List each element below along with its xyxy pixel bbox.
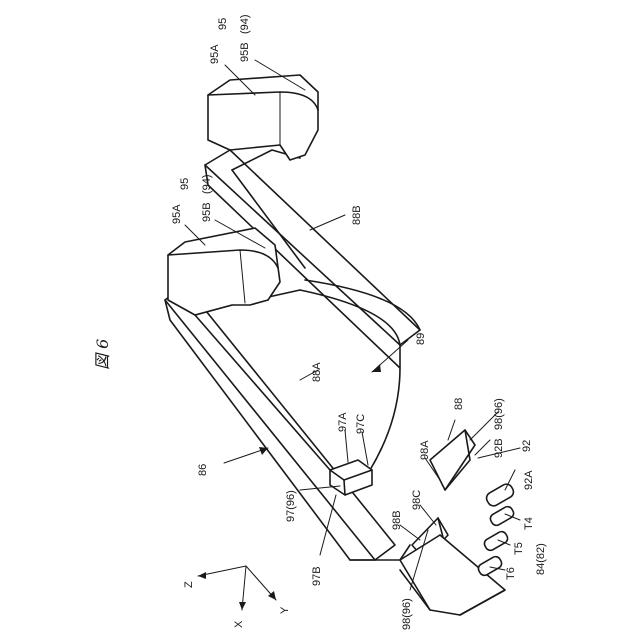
lower-block-outline <box>168 228 280 315</box>
terminal-pads <box>477 482 516 577</box>
axis-z-arrow <box>198 572 206 579</box>
label-88: 88 <box>453 398 465 410</box>
label-97b: 97B <box>311 566 323 586</box>
prism-98-upper <box>430 430 475 490</box>
leader-97b <box>320 495 336 555</box>
leader-88 <box>448 420 455 440</box>
leader-88b <box>310 215 345 230</box>
label-89: 89 <box>415 333 427 345</box>
label-95b-mid: 95B <box>201 202 213 222</box>
terminal-pad-92A <box>484 482 515 508</box>
figure-labels: 図 6 95A 95 95B (94) 95A 95 95B (94) 88B … <box>93 14 547 630</box>
leader-97c <box>362 432 368 465</box>
block-97-corner <box>344 480 345 495</box>
label-95a-mid: 95A <box>171 204 183 224</box>
label-98a: 98A <box>419 440 431 460</box>
label-97c: 97C <box>355 414 367 434</box>
leader-97a <box>345 430 348 462</box>
label-t4: T4 <box>523 517 535 530</box>
label-95a-top: 95A <box>209 44 221 64</box>
axis-label-y: Y <box>279 606 291 614</box>
label-t5: T5 <box>513 542 525 555</box>
label-97a: 97A <box>337 412 349 432</box>
axis-label-z: Z <box>183 581 195 588</box>
leader-98b <box>400 525 420 540</box>
label-95-top: 95 <box>217 18 229 30</box>
arrow-89 <box>372 364 381 372</box>
block-97 <box>330 460 372 495</box>
label-95-mid: 95 <box>179 178 191 190</box>
coordinate-axes <box>198 566 276 610</box>
label-92b: 92B <box>493 438 505 458</box>
label-98-96-bot: 98(96) <box>401 598 413 630</box>
label-92: 92 <box>521 440 533 452</box>
label-88b: 88B <box>351 205 363 225</box>
axis-label-x: X <box>233 620 245 628</box>
label-95b-top: 95B <box>239 42 251 62</box>
label-86: 86 <box>197 464 209 476</box>
label-98c: 98C <box>411 490 423 510</box>
label-84-82: 84(82) <box>535 543 547 575</box>
top-block-95-lower <box>168 228 280 315</box>
label-98-96-top: 98(96) <box>493 398 505 430</box>
label-97-96: 97(96) <box>285 490 297 522</box>
terminal-pad-t5 <box>483 530 510 552</box>
label-94-top: (94) <box>239 14 251 34</box>
plate-bottom-curve <box>370 368 400 470</box>
axis-x-arrow <box>239 602 246 610</box>
figure-title: 図 6 <box>93 339 112 370</box>
terminal-pad-t6 <box>477 555 504 577</box>
label-94-mid: (94) <box>201 174 213 194</box>
inner-opening-side <box>195 315 330 470</box>
label-88a: 88A <box>311 362 323 382</box>
terminal-pad-t4 <box>489 505 516 527</box>
label-t6: T6 <box>505 567 517 580</box>
leader-92b <box>475 440 490 455</box>
label-98b: 98B <box>391 510 403 530</box>
label-92a: 92A <box>523 470 535 490</box>
